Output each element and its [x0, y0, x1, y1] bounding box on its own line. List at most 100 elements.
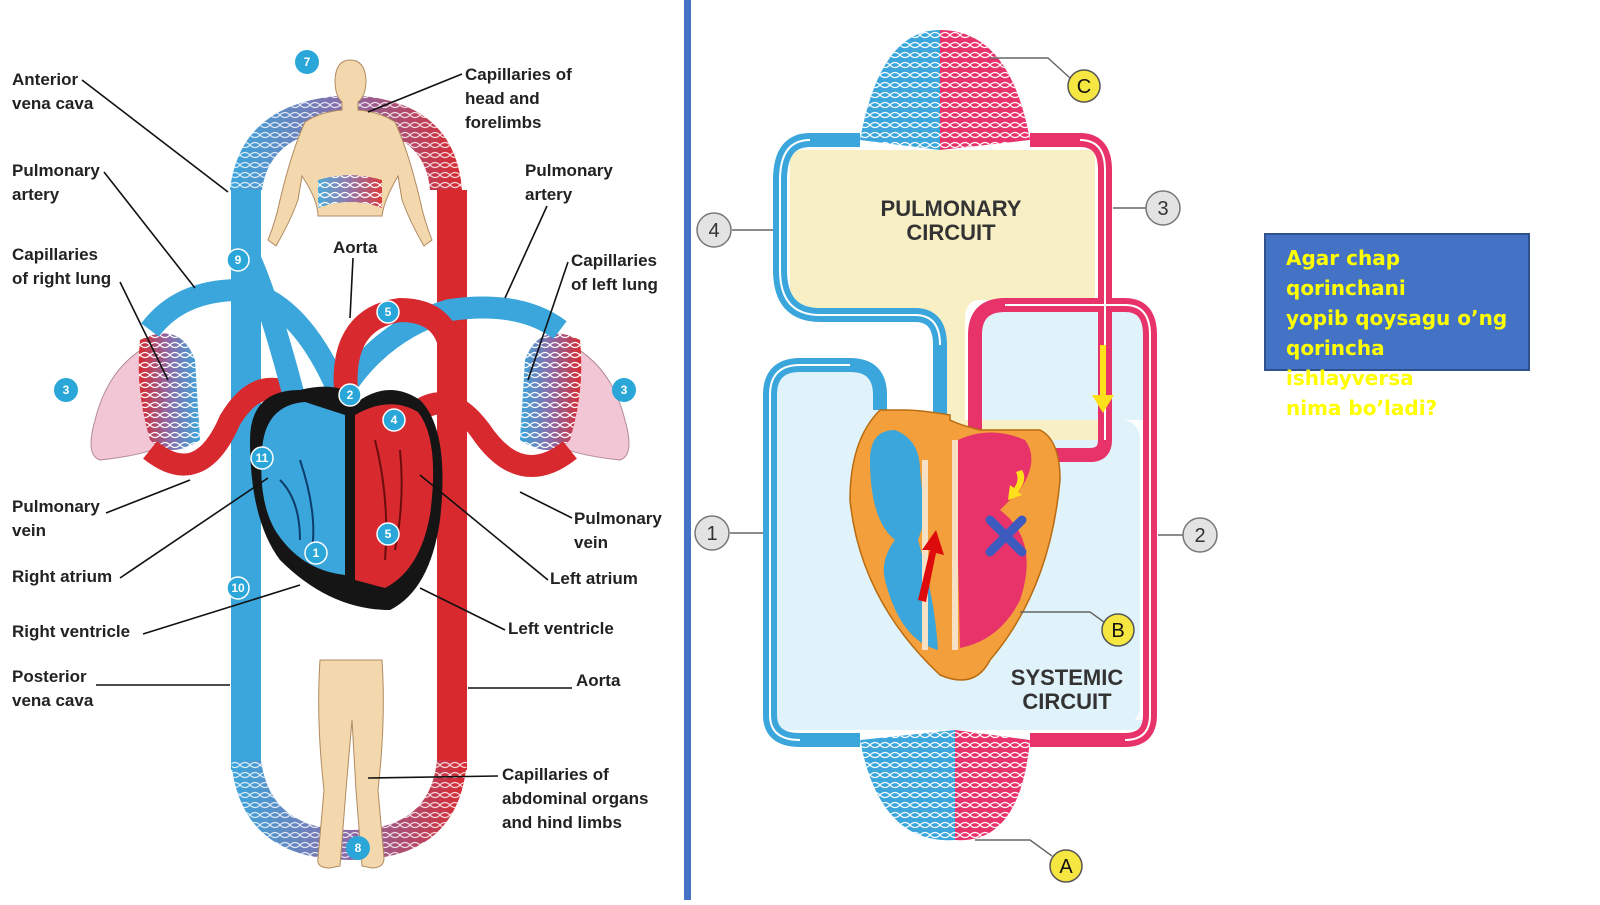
step-marker: 7: [295, 50, 319, 74]
svg-text:Capillaries of: Capillaries of: [502, 765, 609, 784]
label-pulmonary-artery-right: Pulmonary artery: [504, 161, 613, 299]
svg-text:B: B: [1111, 620, 1124, 642]
svg-text:Pulmonary: Pulmonary: [12, 497, 100, 516]
svg-text:and hind limbs: and hind limbs: [502, 813, 622, 832]
svg-text:abdominal organs: abdominal organs: [502, 789, 648, 808]
question-line: qorincha ishlayversa: [1286, 336, 1414, 390]
svg-text:Left ventricle: Left ventricle: [508, 619, 614, 638]
label-left-atrium: Left atrium: [419, 474, 638, 588]
svg-text:2: 2: [1194, 525, 1205, 547]
label-aorta-top: Aorta: [333, 238, 378, 319]
svg-text:Capillaries: Capillaries: [12, 245, 98, 264]
svg-text:head and: head and: [465, 89, 540, 108]
svg-text:5: 5: [385, 527, 392, 541]
label-capillaries-left-lung: Capillaries of left lung: [527, 251, 658, 381]
label-right-atrium: Right atrium: [12, 477, 269, 586]
marker-4: 4: [696, 212, 773, 248]
svg-text:vena cava: vena cava: [12, 691, 94, 710]
label-anterior-vena-cava: Anterior vena cava: [12, 70, 229, 193]
svg-text:Aorta: Aorta: [333, 238, 378, 257]
step-marker: 9: [226, 248, 250, 272]
marker-1: 1: [694, 515, 763, 551]
svg-text:vein: vein: [12, 521, 46, 540]
svg-text:2: 2: [347, 388, 354, 402]
svg-text:Pulmonary: Pulmonary: [525, 161, 613, 180]
svg-text:11: 11: [256, 451, 269, 465]
svg-text:Right ventricle: Right ventricle: [12, 622, 130, 641]
question-line: yopib qoysagu o’ng: [1286, 306, 1508, 330]
pulmonary-region: [790, 150, 1110, 440]
step-marker: 4: [382, 408, 406, 432]
svg-text:Aorta: Aorta: [576, 671, 621, 690]
svg-text:3: 3: [621, 383, 628, 397]
step-marker: 1: [304, 541, 328, 565]
svg-text:9: 9: [235, 253, 242, 267]
svg-text:8: 8: [355, 841, 362, 855]
yellow-arrow-down: [1092, 345, 1114, 413]
svg-text:artery: artery: [12, 185, 60, 204]
label-posterior-vena-cava: Posterior vena cava: [12, 667, 230, 710]
svg-text:of left lung: of left lung: [571, 275, 658, 294]
systemic-circuit-title-2: CIRCUIT: [1022, 689, 1112, 714]
svg-text:Pulmonary: Pulmonary: [574, 509, 662, 528]
pulmonary-vein-right-vessel: [143, 377, 307, 476]
svg-text:7: 7: [304, 55, 311, 69]
question-line: nima bo’ladi?: [1286, 396, 1438, 420]
svg-text:3: 3: [1157, 198, 1168, 220]
label-aorta-bottom: Aorta: [468, 671, 621, 690]
svg-text:Right atrium: Right atrium: [12, 567, 112, 586]
svg-text:vena cava: vena cava: [12, 94, 94, 113]
svg-text:Posterior: Posterior: [12, 667, 87, 686]
label-pulmonary-vein-left: Pulmonary vein: [12, 479, 191, 540]
marker-A: A: [975, 839, 1083, 883]
svg-text:of right lung: of right lung: [12, 269, 111, 288]
svg-text:5: 5: [385, 305, 392, 319]
step-marker: 10: [226, 576, 250, 600]
svg-text:forelimbs: forelimbs: [465, 113, 542, 132]
svg-text:Anterior: Anterior: [12, 70, 79, 89]
step-marker: 5: [376, 300, 400, 324]
step-marker: 11: [250, 446, 274, 470]
svg-text:artery: artery: [525, 185, 573, 204]
yellow-arrow-heart: [1008, 470, 1025, 500]
step-marker: 3: [54, 378, 78, 402]
left-heart-chambers: [958, 432, 1032, 648]
svg-text:4: 4: [391, 413, 398, 427]
svg-text:Capillaries of: Capillaries of: [465, 65, 572, 84]
svg-text:A: A: [1059, 856, 1073, 878]
svg-text:3: 3: [63, 383, 70, 397]
marker-C: C: [990, 57, 1101, 103]
svg-text:Capillaries: Capillaries: [571, 251, 657, 270]
blocked-ventricle-mark: [985, 515, 1027, 557]
lower-body-silhouette: [317, 659, 385, 869]
marker-3: 3: [1113, 190, 1181, 226]
right-circuit-diagram: PULMONARY CIRCUIT SYSTEMIC CIRCUIT 1 2 3…: [694, 30, 1218, 883]
svg-text:10: 10: [231, 581, 245, 595]
panel-divider: [684, 0, 691, 900]
svg-text:1: 1: [706, 523, 717, 545]
upper-body-silhouette: [267, 59, 433, 247]
red-arrow: [918, 530, 944, 602]
label-pulmonary-artery-left: Pulmonary artery: [12, 161, 196, 289]
pulmonary-artery-right-vessel: [141, 278, 351, 400]
pulmonary-circuit-title-1: PULMONARY: [881, 196, 1022, 221]
marker-2: 2: [1158, 517, 1218, 553]
svg-text:Left atrium: Left atrium: [550, 569, 638, 588]
label-capillaries-abdominal: Capillaries of abdominal organs and hind…: [367, 765, 648, 832]
svg-text:vein: vein: [574, 533, 608, 552]
label-pulmonary-vein-right: Pulmonary vein: [519, 491, 662, 552]
svg-text:C: C: [1077, 76, 1091, 98]
label-capillaries-right-lung: Capillaries of right lung: [12, 245, 169, 381]
svg-text:Pulmonary: Pulmonary: [12, 161, 100, 180]
question-text: Agar chap qorinchani yopib qoysagu o’ng …: [1286, 243, 1516, 423]
pulmonary-vein-left-vessel: [413, 392, 577, 477]
label-right-ventricle: Right ventricle: [12, 584, 301, 641]
pulmonary-circuit-title-2: CIRCUIT: [906, 220, 996, 245]
label-left-ventricle: Left ventricle: [419, 587, 614, 638]
svg-text:1: 1: [313, 546, 320, 560]
step-marker: 2: [338, 383, 362, 407]
question-box: Agar chap qorinchani yopib qoysagu o’ng …: [1264, 233, 1530, 420]
step-marker: 5: [376, 522, 400, 546]
svg-text:4: 4: [708, 220, 719, 242]
